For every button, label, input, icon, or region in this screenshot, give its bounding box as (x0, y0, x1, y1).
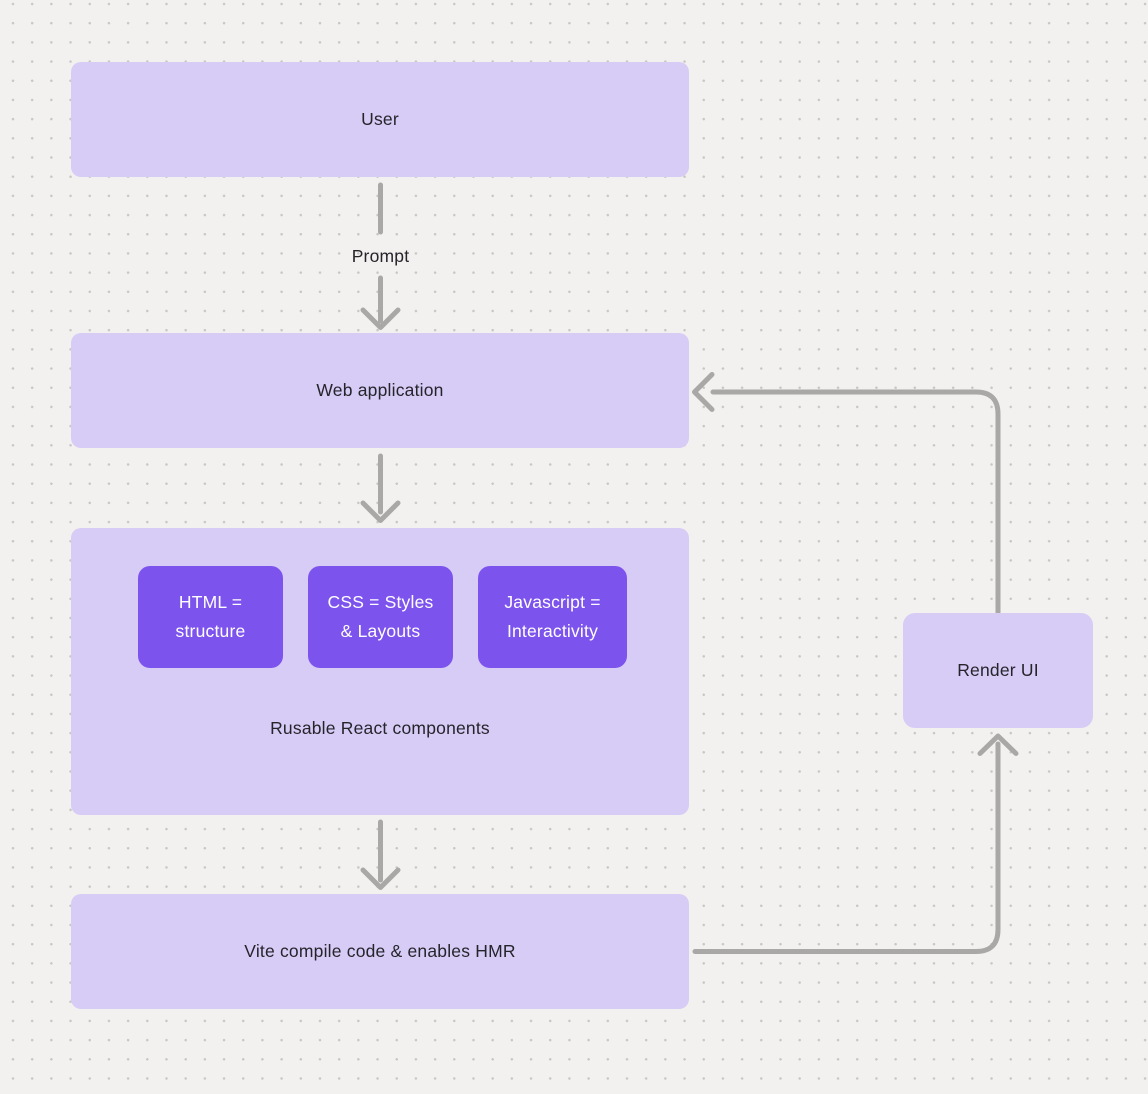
arrowhead-left-webapp (692, 372, 715, 412)
arrowhead-down-components (360, 500, 401, 523)
node-vite: Vite compile code & enables HMR (71, 894, 689, 1009)
node-components-group: HTML = structure CSS = Styles & Layouts … (71, 528, 689, 815)
chip-html: HTML = structure (138, 566, 283, 668)
node-web-application: Web application (71, 333, 689, 448)
edge-label-prompt: Prompt (351, 246, 410, 266)
arrowhead-down-webapp (360, 307, 401, 330)
node-user-label: User (361, 109, 399, 129)
arrowhead-down-vite (360, 867, 401, 890)
node-user: User (71, 62, 689, 177)
chip-html-line2: structure (175, 621, 246, 641)
edge-renderui-to-webapp (710, 389, 1001, 616)
chip-css: CSS = Styles & Layouts (308, 566, 453, 668)
chip-html-line1: HTML = (178, 592, 243, 612)
node-vite-label: Vite compile code & enables HMR (244, 941, 516, 961)
node-web-application-label: Web application (316, 380, 444, 400)
chip-javascript-line2: Interactivity (506, 621, 599, 641)
chip-css-line1: CSS = Styles (327, 592, 434, 612)
chip-javascript-line1: Javascript = (504, 592, 601, 612)
node-render-ui: Render UI (903, 613, 1093, 728)
arrowhead-up-renderui (977, 733, 1019, 756)
edge-vite-to-renderui (692, 741, 1001, 954)
components-group-caption: Rusable React components (270, 718, 490, 738)
chip-css-line2: & Layouts (340, 621, 421, 641)
chip-javascript: Javascript = Interactivity (478, 566, 627, 668)
node-render-ui-label: Render UI (957, 660, 1039, 680)
